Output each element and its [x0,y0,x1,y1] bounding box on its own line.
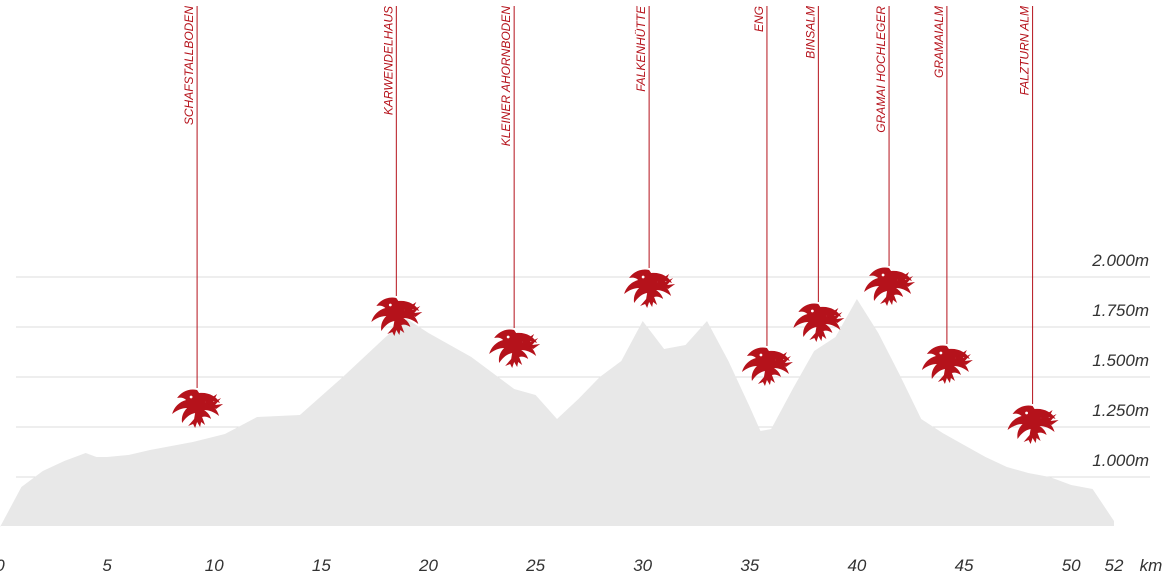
poi-label: BINSALM [803,6,817,59]
poi-label: SCHAFSTALLBODEN [182,6,196,125]
x-tick-label: 52 [1105,556,1124,575]
x-tick-label: 15 [312,556,331,575]
elevation-profile-area [0,299,1114,527]
poi-label: FALKENHÜTTE [634,5,648,92]
y-axis-ticks: 1.000m 1.250m 1.500m 1.750m 2.000m [1091,251,1149,470]
eagle-icon [624,269,676,308]
y-tick-label: 2.000m [1091,251,1149,270]
poi-6: GRAMAI HOCHLEGER [864,6,916,306]
poi-5: BINSALM [793,6,845,342]
x-tick-label: 40 [847,556,866,575]
poi-1: KARWENDELHAUS [371,6,423,336]
y-tick-label: 1.250m [1092,401,1149,420]
eagle-icon [172,389,224,428]
eagle-icon [741,347,793,386]
x-tick-label: 0 [0,556,5,575]
x-tick-label: 35 [740,556,759,575]
poi-8: FALZTURN ALM [1007,6,1059,444]
x-tick-label: 5 [102,556,112,575]
profile-area-group [0,299,1114,527]
x-tick-label: 20 [418,556,438,575]
points-of-interest: SCHAFSTALLBODEN KARWENDELHAUS KLEINER AHOR… [172,5,1059,444]
poi-label: KLEINER AHORNBODEN [499,6,513,147]
y-tick-label: 1.750m [1092,301,1149,320]
eagle-icon [489,329,541,368]
x-axis-ticks: 0 5 10 15 20 25 30 35 40 45 50 52 km [0,556,1162,575]
poi-2: KLEINER AHORNBODEN [489,6,541,368]
poi-7: GRAMAIALM [921,6,973,384]
x-tick-label: 30 [633,556,652,575]
eagle-icon [921,345,973,384]
x-tick-label: 10 [205,556,224,575]
poi-4: ENG [741,6,793,386]
poi-label: GRAMAIALM [932,6,946,78]
x-unit-label: km [1140,556,1163,575]
poi-label: KARWENDELHAUS [381,6,395,115]
eagle-icon [864,267,916,306]
eagle-icon [1007,405,1059,444]
poi-label: ENG [752,6,766,32]
poi-label: GRAMAI HOCHLEGER [874,6,888,133]
x-tick-label: 45 [955,556,974,575]
x-tick-label: 50 [1062,556,1081,575]
y-tick-label: 1.000m [1092,451,1149,470]
poi-0: SCHAFSTALLBODEN [172,6,224,428]
poi-3: FALKENHÜTTE [624,5,676,308]
x-tick-label: 25 [525,556,545,575]
y-tick-label: 1.500m [1092,351,1149,370]
poi-label: FALZTURN ALM [1018,6,1032,95]
